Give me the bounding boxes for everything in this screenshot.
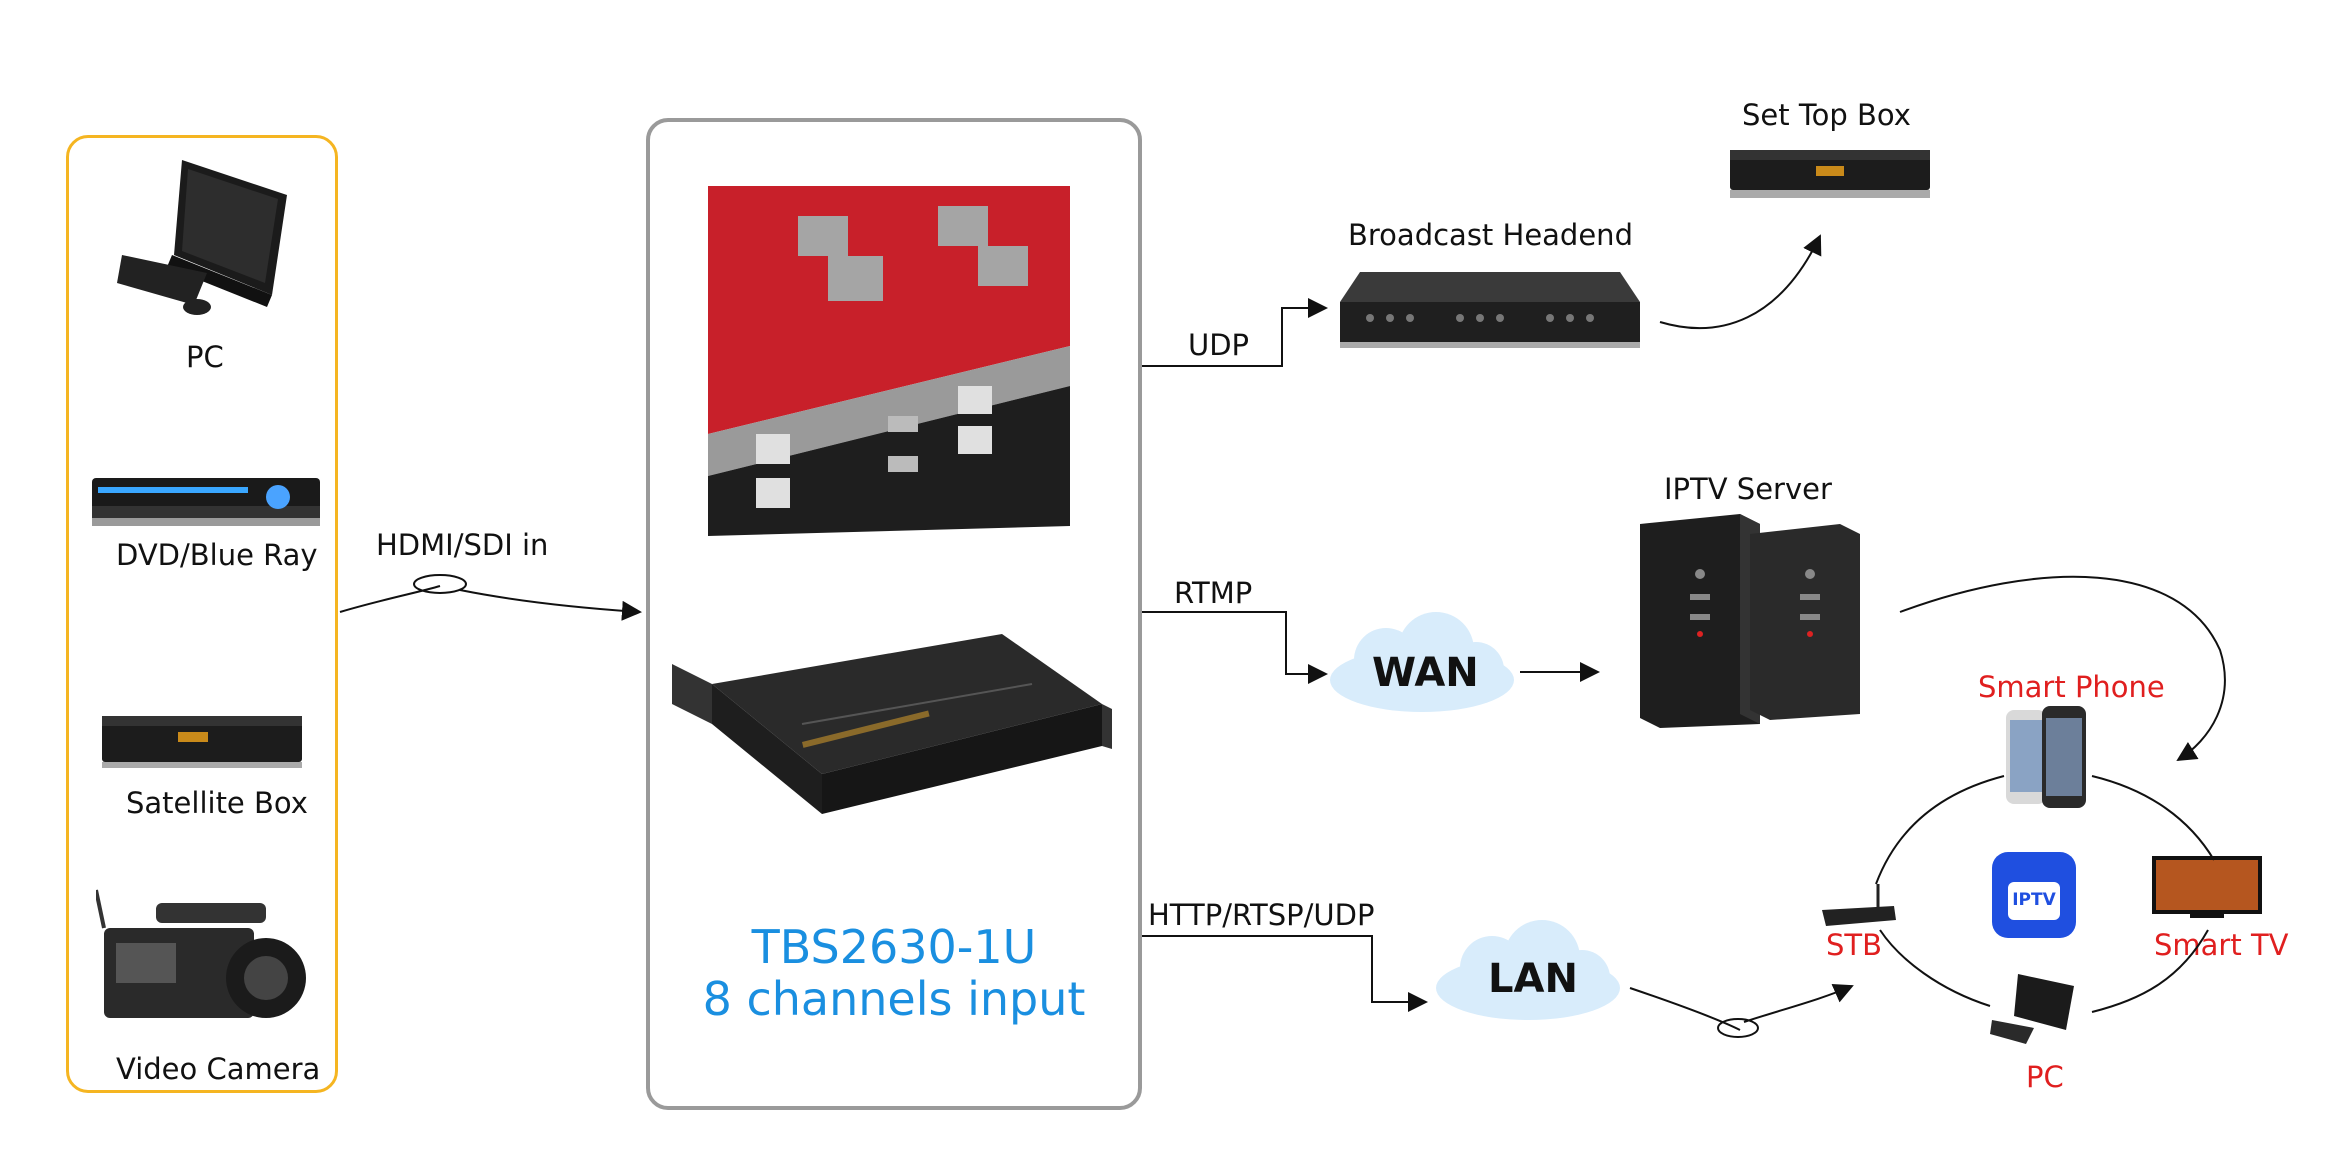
wan-cloud-icon: [1330, 612, 1514, 712]
source-label-video-camera: Video Camera: [116, 1052, 321, 1086]
source-label-satellite: Satellite Box: [126, 786, 308, 820]
client-pc-label: PC: [2026, 1060, 2064, 1094]
rack-encoder-1u-icon: [672, 634, 1112, 814]
device-subtitle: 8 channels input: [702, 972, 1086, 1026]
video-camera-icon: [96, 889, 306, 1018]
smart-phone-icon: [2006, 706, 2086, 808]
broadcast-headend-icon: [1340, 272, 1640, 348]
smart-tv-icon: [2152, 856, 2262, 918]
wan-label: WAN: [1372, 650, 1479, 696]
dvd-player-icon: [92, 478, 320, 526]
broadcast-headend-label: Broadcast Headend: [1348, 218, 1633, 252]
smart-phone-label: Smart Phone: [1978, 670, 2165, 704]
pc-monitor-icon: [117, 160, 287, 315]
stb-router-icon: [1822, 884, 1896, 926]
source-devices-panel: [66, 135, 338, 1093]
http-rtsp-udp-label: HTTP/RTSP/UDP: [1148, 898, 1375, 932]
client-pc-icon: [1990, 974, 2074, 1044]
satellite-box-icon: [102, 716, 302, 768]
iptv-badge-text: IPTV: [2012, 890, 2056, 910]
smart-tv-label: Smart TV: [2154, 928, 2289, 962]
encoder-board-photo-icon: [708, 186, 1070, 536]
lan-label: LAN: [1488, 956, 1578, 1002]
set-top-box-icon: [1730, 150, 1930, 198]
stb-label: STB: [1826, 928, 1883, 962]
udp-label: UDP: [1188, 328, 1250, 362]
encoder-device-panel: [646, 118, 1142, 1110]
iptv-server-label: IPTV Server: [1664, 472, 1832, 506]
device-model-title: TBS2630-1U: [751, 920, 1037, 974]
source-label-pc: PC: [186, 340, 224, 374]
set-top-box-label: Set Top Box: [1742, 98, 1911, 132]
hdmi-sdi-in-label: HDMI/SDI in: [376, 528, 549, 562]
iptv-app-icon: [1992, 852, 2076, 938]
lan-cloud-icon: [1436, 920, 1620, 1020]
source-label-dvd: DVD/Blue Ray: [116, 538, 318, 572]
rtmp-label: RTMP: [1174, 576, 1253, 610]
iptv-server-icon: [1640, 514, 1860, 728]
